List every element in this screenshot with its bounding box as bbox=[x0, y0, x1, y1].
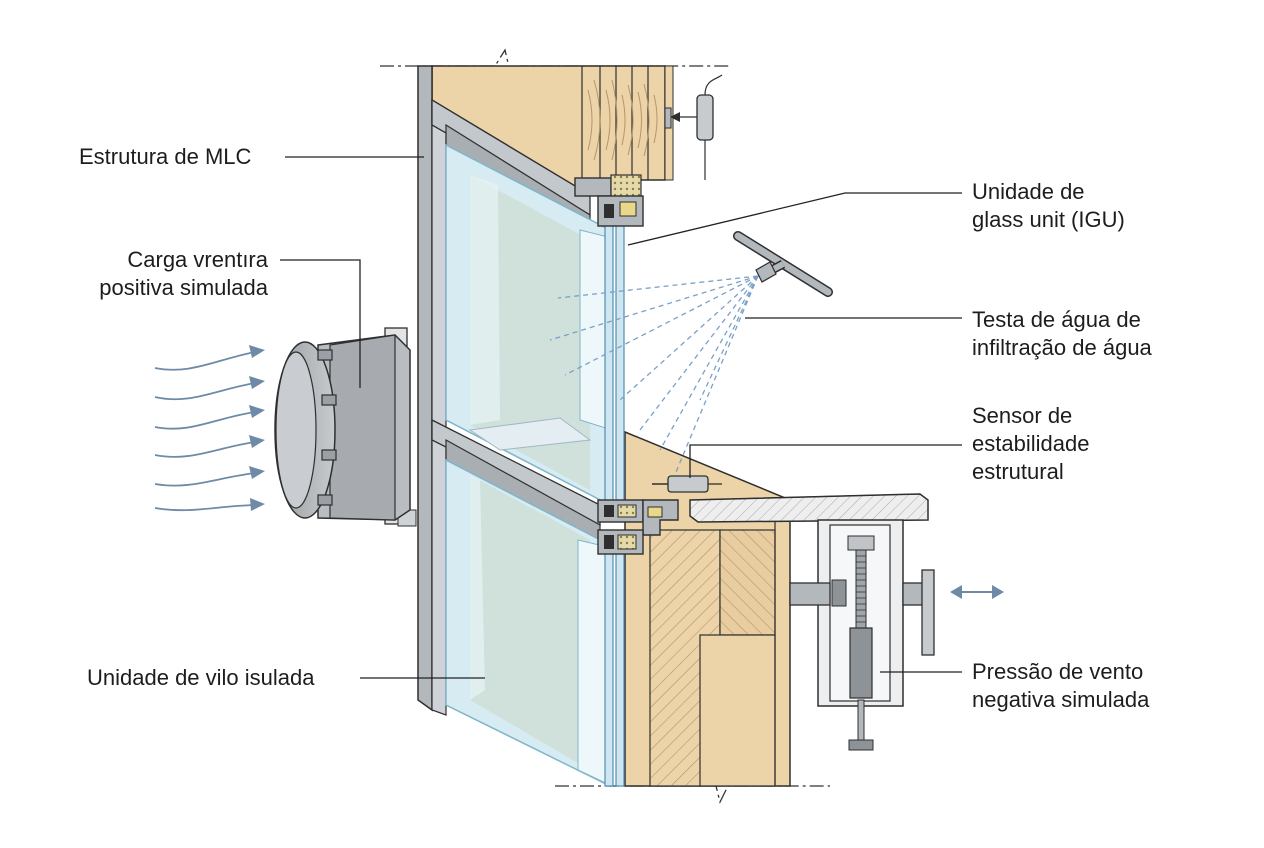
water-spray-lines bbox=[549, 275, 759, 473]
fan-unit-icon bbox=[274, 327, 417, 527]
middle-profile-section bbox=[597, 499, 679, 555]
upper-profile-section bbox=[574, 174, 644, 227]
double-arrow-icon bbox=[950, 585, 1004, 599]
label-insulated-unit: Unidade de vilo isulada bbox=[87, 665, 315, 690]
lower-glass-pane bbox=[445, 458, 613, 788]
label-glulam-frame: Estrutura de MLC bbox=[79, 144, 252, 169]
airflow-arrows bbox=[154, 351, 256, 512]
probe-sensor-icon bbox=[664, 74, 723, 180]
label-igu: Unidade de glass unit (IGU) bbox=[972, 179, 1125, 232]
hydraulic-actuator-icon bbox=[789, 519, 935, 751]
label-water-test: Testa de água de infiltração de água bbox=[972, 307, 1152, 360]
test-bench-arm bbox=[689, 493, 929, 523]
aluminum-mullion bbox=[417, 65, 447, 716]
middle-transom bbox=[431, 417, 601, 547]
spray-nozzle-icon bbox=[733, 231, 833, 297]
label-positive-load: Carga vrentıra positiva simulada bbox=[99, 247, 268, 300]
leader-lines bbox=[280, 156, 962, 679]
label-stability-sensor: Sensor de estabilidade estrutural bbox=[972, 403, 1090, 484]
label-negative-pressure: Pressão de vento negativa simulada bbox=[972, 659, 1150, 712]
upper-glass-pane bbox=[445, 143, 613, 507]
displacement-sensor-icon bbox=[652, 475, 722, 493]
airflow-arrowheads bbox=[249, 345, 265, 511]
